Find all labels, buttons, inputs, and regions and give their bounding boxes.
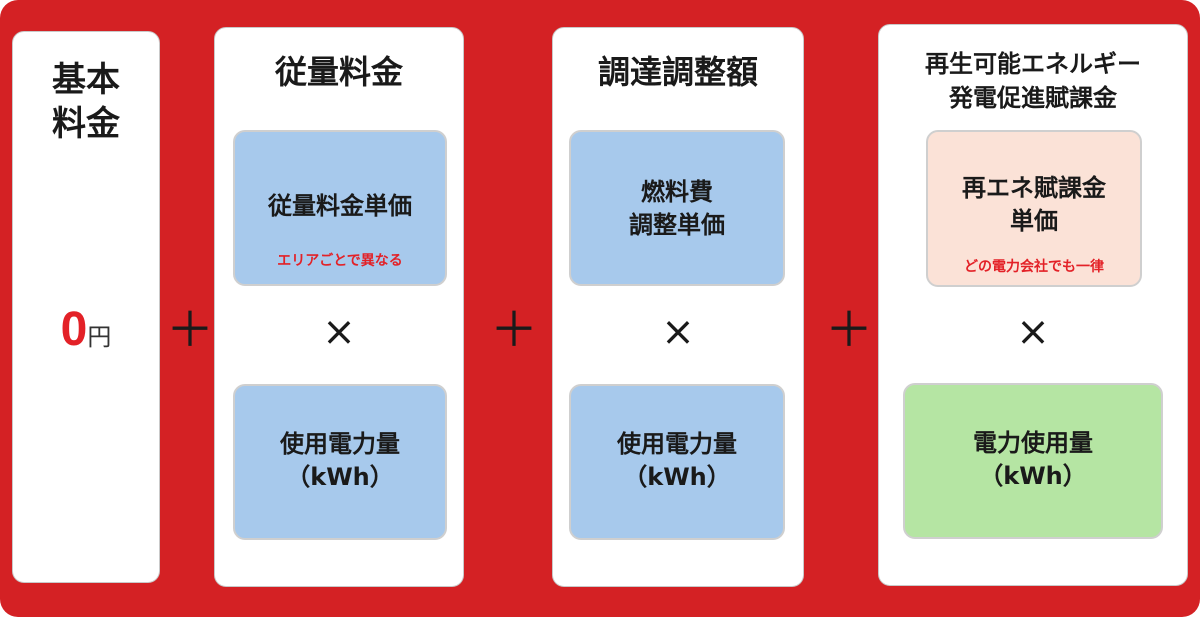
metered-unit-price-box: 従量料金単価 エリアごとで異なる (233, 130, 447, 286)
adjustment-usage-line1: 使用電力量 (617, 430, 737, 458)
renewable-usage-box: 電力使用量 （kWh） (903, 383, 1163, 539)
basic-charge-unit: 円 (87, 323, 112, 351)
metered-charge-panel: 従量料金 従量料金単価 エリアごとで異なる × 使用電力量 （kWh） (214, 27, 464, 587)
metered-usage-line2: （kWh） (286, 463, 394, 491)
renewable-unit-price-line2: 単価 (1010, 207, 1058, 235)
plus-operator-1: ＋ (166, 302, 215, 358)
adjustment-unit-price-label: 燃料費 調整単価 (571, 176, 783, 242)
renewable-usage-line1: 電力使用量 (973, 429, 1093, 457)
adjustment-panel: 調達調整額 燃料費 調整単価 × 使用電力量 （kWh） (552, 27, 804, 587)
metered-usage-box: 使用電力量 （kWh） (233, 384, 447, 540)
renewable-usage-label: 電力使用量 （kWh） (905, 427, 1161, 493)
renewable-unit-price-box: 再エネ賦課金 単価 どの電力会社でも一律 (926, 130, 1142, 287)
metered-unit-price-label: 従量料金単価 (268, 192, 412, 220)
basic-charge-title-line2: 料金 (52, 104, 120, 144)
renewable-unit-price-note: どの電力会社でも一律 (964, 259, 1104, 275)
basic-charge-panel: 基本 料金 0円 (12, 31, 160, 583)
plus-operator-3: ＋ (825, 302, 874, 358)
renewable-unit-price-line1: 再エネ賦課金 (962, 174, 1106, 202)
times-operator-3: × (1016, 309, 1050, 355)
times-operator-2: × (661, 309, 695, 355)
renewable-usage-line2: （kWh） (979, 462, 1087, 490)
adjustment-usage-label: 使用電力量 （kWh） (571, 428, 783, 494)
renewable-title-line2: 発電促進賦課金 (949, 84, 1117, 112)
plus-operator-2: ＋ (490, 302, 539, 358)
renewable-surcharge-panel: 再生可能エネルギー 発電促進賦課金 再エネ賦課金 単価 どの電力会社でも一律 ×… (878, 24, 1188, 586)
renewable-unit-price-label: 再エネ賦課金 単価 (928, 172, 1140, 238)
times-operator-1: × (322, 309, 356, 355)
renewable-surcharge-title: 再生可能エネルギー 発電促進賦課金 (879, 47, 1187, 115)
adjustment-unit-price-line1: 燃料費 (641, 178, 713, 206)
basic-charge-amount: 0円 (13, 302, 159, 357)
renewable-title-line1: 再生可能エネルギー (925, 50, 1141, 78)
basic-charge-title-line1: 基本 (52, 60, 120, 100)
metered-usage-line1: 使用電力量 (280, 430, 400, 458)
adjustment-title: 調達調整額 (597, 53, 758, 91)
metered-unit-price-note: エリアごとで異なる (277, 253, 403, 269)
adjustment-usage-box: 使用電力量 （kWh） (569, 384, 785, 540)
metered-charge-title: 従量料金 (274, 53, 403, 91)
metered-usage-label: 使用電力量 （kWh） (235, 428, 445, 494)
adjustment-unit-price-line2: 調整単価 (629, 211, 725, 239)
basic-charge-title: 基本 料金 (13, 58, 159, 146)
basic-charge-value: 0 (60, 303, 88, 356)
adjustment-usage-line2: （kWh） (623, 463, 731, 491)
adjustment-unit-price-box: 燃料費 調整単価 (569, 130, 785, 286)
